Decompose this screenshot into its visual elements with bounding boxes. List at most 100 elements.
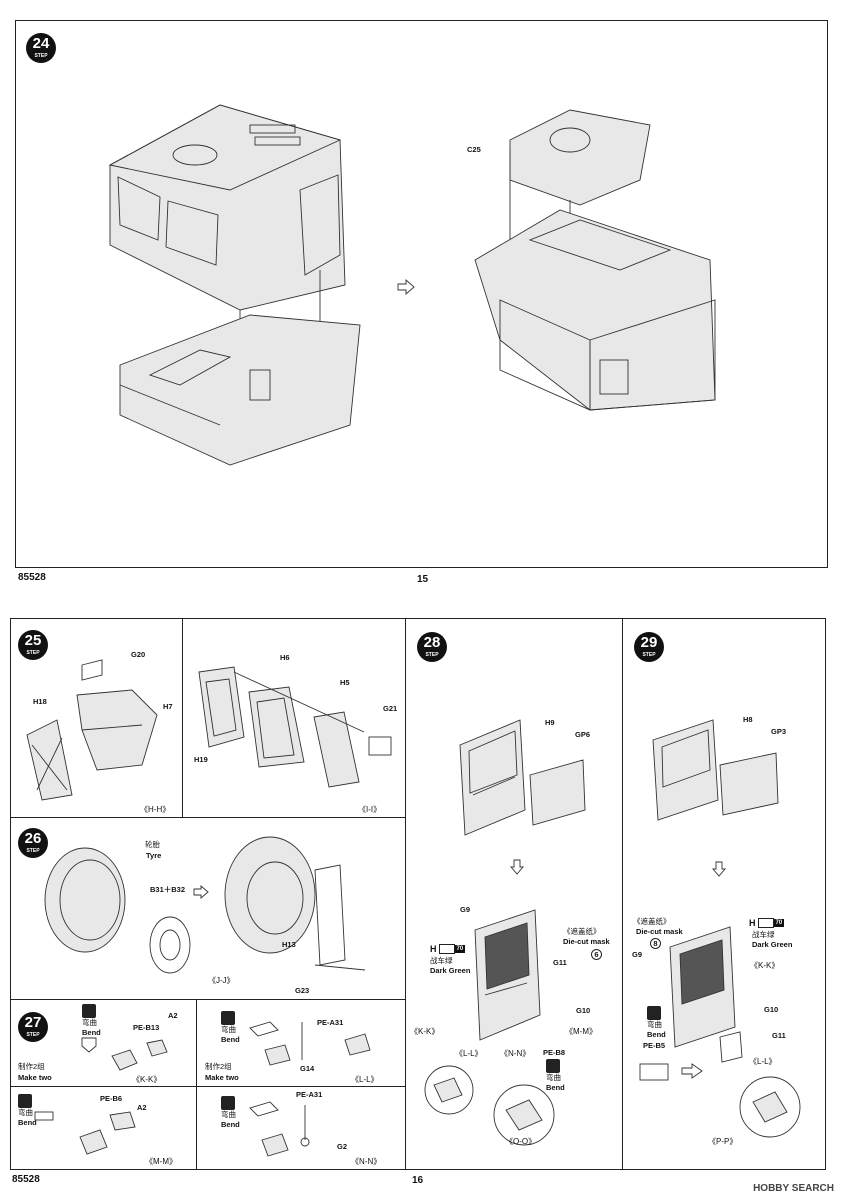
step29-masked-door-drawing: [669, 926, 743, 1063]
caption-kk-27: 《K-K》: [132, 1075, 162, 1084]
hobby-search-watermark: HOBBY SEARCH: [753, 1183, 834, 1194]
bend-label-cn: 弯曲: [82, 1018, 97, 1027]
bend-icon: [647, 1006, 661, 1020]
step-25-badge: 25 STEP: [18, 630, 48, 660]
step27-a-drawing: [81, 1037, 168, 1071]
part-label-g11-29: G11: [772, 1031, 786, 1040]
mask-number: 8: [650, 938, 661, 949]
part-label-gp6: GP6: [575, 730, 591, 739]
part-label-h9: H9: [545, 718, 555, 727]
part-label-pe-b6: PE-B6: [100, 1094, 123, 1103]
mask-label-en: Die-cut mask: [563, 937, 610, 946]
paint-label-en: Dark Green: [752, 940, 793, 949]
part-label-pe-b13: PE-B13: [133, 1023, 160, 1032]
part-label-h6: H6: [280, 653, 290, 662]
bend-label-cn: 弯曲: [221, 1025, 236, 1034]
mask-label-cn: 《遮盖纸》: [633, 917, 671, 926]
bend-label-en: Bend: [221, 1120, 240, 1129]
caption-ll-27: 《L-L》: [351, 1075, 379, 1084]
step24-interior-drawing: [474, 109, 716, 411]
bend-label-en: Bend: [82, 1028, 101, 1037]
arrow-icon: [397, 279, 415, 295]
caption-hh: 《H-H》: [140, 805, 171, 814]
make-two-cn: 制作2组: [205, 1062, 232, 1071]
paint-chip-h70: H 70: [430, 944, 466, 954]
step26-spare-drawing: [224, 836, 366, 971]
step29-panel: [622, 618, 826, 1170]
part-label-g14: G14: [300, 1064, 315, 1073]
bend-label-cn: 弯曲: [647, 1020, 662, 1029]
step26-tyre-drawing: [44, 847, 191, 974]
bend-label-cn: 弯曲: [221, 1110, 236, 1119]
step24-cab-drawing: [108, 104, 361, 466]
part-label-h5: H5: [340, 678, 350, 687]
part-label-pe-a31-b: PE-A31: [296, 1090, 323, 1099]
part-label-pe-a31: PE-A31: [317, 1018, 344, 1027]
step29-detail-circle: [739, 1076, 801, 1138]
part-label-h13: H13: [282, 940, 296, 949]
part-label-h8: H8: [743, 715, 753, 724]
bend-icon: [546, 1059, 560, 1073]
caption-ll-29: 《L-L》: [749, 1057, 777, 1066]
part-label-g10-29: G10: [764, 1005, 779, 1014]
part-label-g9: G9: [460, 905, 471, 914]
part-label-a2: A2: [168, 1011, 178, 1020]
page-code-top: 85528: [18, 572, 46, 583]
page-number-16: 16: [412, 1175, 424, 1186]
bend-icon: [18, 1094, 32, 1108]
paint-chip-h70: H 70: [749, 918, 785, 928]
part-label-g11: G11: [553, 958, 567, 967]
tyre-label-cn: 轮胎: [145, 840, 160, 849]
part-label-pe-b5: PE-B5: [643, 1041, 666, 1050]
step24-panel: [15, 20, 828, 568]
part-label-b31-b32: B31＋B32: [150, 885, 186, 894]
part-label-h18: H18: [33, 697, 47, 706]
step27-b-drawing: [249, 1021, 371, 1066]
mask-label-en: Die-cut mask: [636, 927, 683, 936]
make-two-en: Make two: [205, 1073, 239, 1082]
caption-kk-28: 《K-K》: [410, 1027, 440, 1036]
step27-d-drawing: [249, 1101, 310, 1157]
bend-label-en: Bend: [221, 1035, 240, 1044]
part-label-g23: G23: [295, 986, 310, 995]
step29-door-drawing: [652, 719, 779, 821]
make-two-en: Make two: [18, 1073, 52, 1082]
caption-nn-27: 《N-N》: [351, 1157, 382, 1166]
part-label-g2: G2: [337, 1142, 348, 1151]
step-29-badge: 29 STEP: [634, 632, 664, 662]
caption-oo: 《O-O》: [505, 1137, 537, 1146]
caption-jj: 《J-J》: [208, 976, 235, 985]
bend-label-cn: 弯曲: [546, 1073, 561, 1082]
part-label-g21: G21: [383, 704, 398, 713]
make-two-cn: 制作2组: [18, 1062, 45, 1071]
caption-ii: 《I-I》: [358, 805, 382, 814]
caption-mm-27: 《M-M》: [145, 1157, 177, 1166]
paint-label-cn: 战车绿: [430, 956, 453, 965]
step27-c-drawing: [34, 1111, 136, 1155]
arrow-down-icon: [712, 861, 726, 877]
part-label-gp3: GP3: [771, 727, 787, 736]
step28-masked-door-drawing: [474, 909, 541, 1041]
part-label-g20: G20: [131, 650, 146, 659]
caption-mm-28: 《M-M》: [565, 1027, 597, 1036]
step-28-badge: 28 STEP: [417, 632, 447, 662]
part-label-a2-b: A2: [137, 1103, 147, 1112]
caption-ll-28: 《L-L》: [455, 1049, 483, 1058]
part-label-h7: H7: [163, 702, 173, 711]
step28-door-drawing: [459, 719, 586, 836]
step28-detail-circles: [424, 1065, 555, 1146]
caption-pp: 《P-P》: [708, 1137, 738, 1146]
step25-seat-drawing: [26, 659, 158, 801]
page-code-bottom: 85528: [12, 1174, 40, 1185]
paint-label-cn: 战车绿: [752, 930, 775, 939]
bend-label-en: Bend: [546, 1083, 565, 1092]
step-27-badge: 27 STEP: [18, 1012, 48, 1042]
arrow-down-icon: [510, 859, 524, 875]
step-26-badge: 26 STEP: [18, 828, 48, 858]
step-24-badge: 24 STEP: [26, 33, 56, 63]
tyre-label-en: Tyre: [146, 851, 162, 860]
bend-label-en: Bend: [647, 1030, 666, 1039]
part-label-g9-29: G9: [632, 950, 643, 959]
page-number-15: 15: [417, 574, 429, 585]
caption-kk-29: 《K-K》: [750, 961, 780, 970]
